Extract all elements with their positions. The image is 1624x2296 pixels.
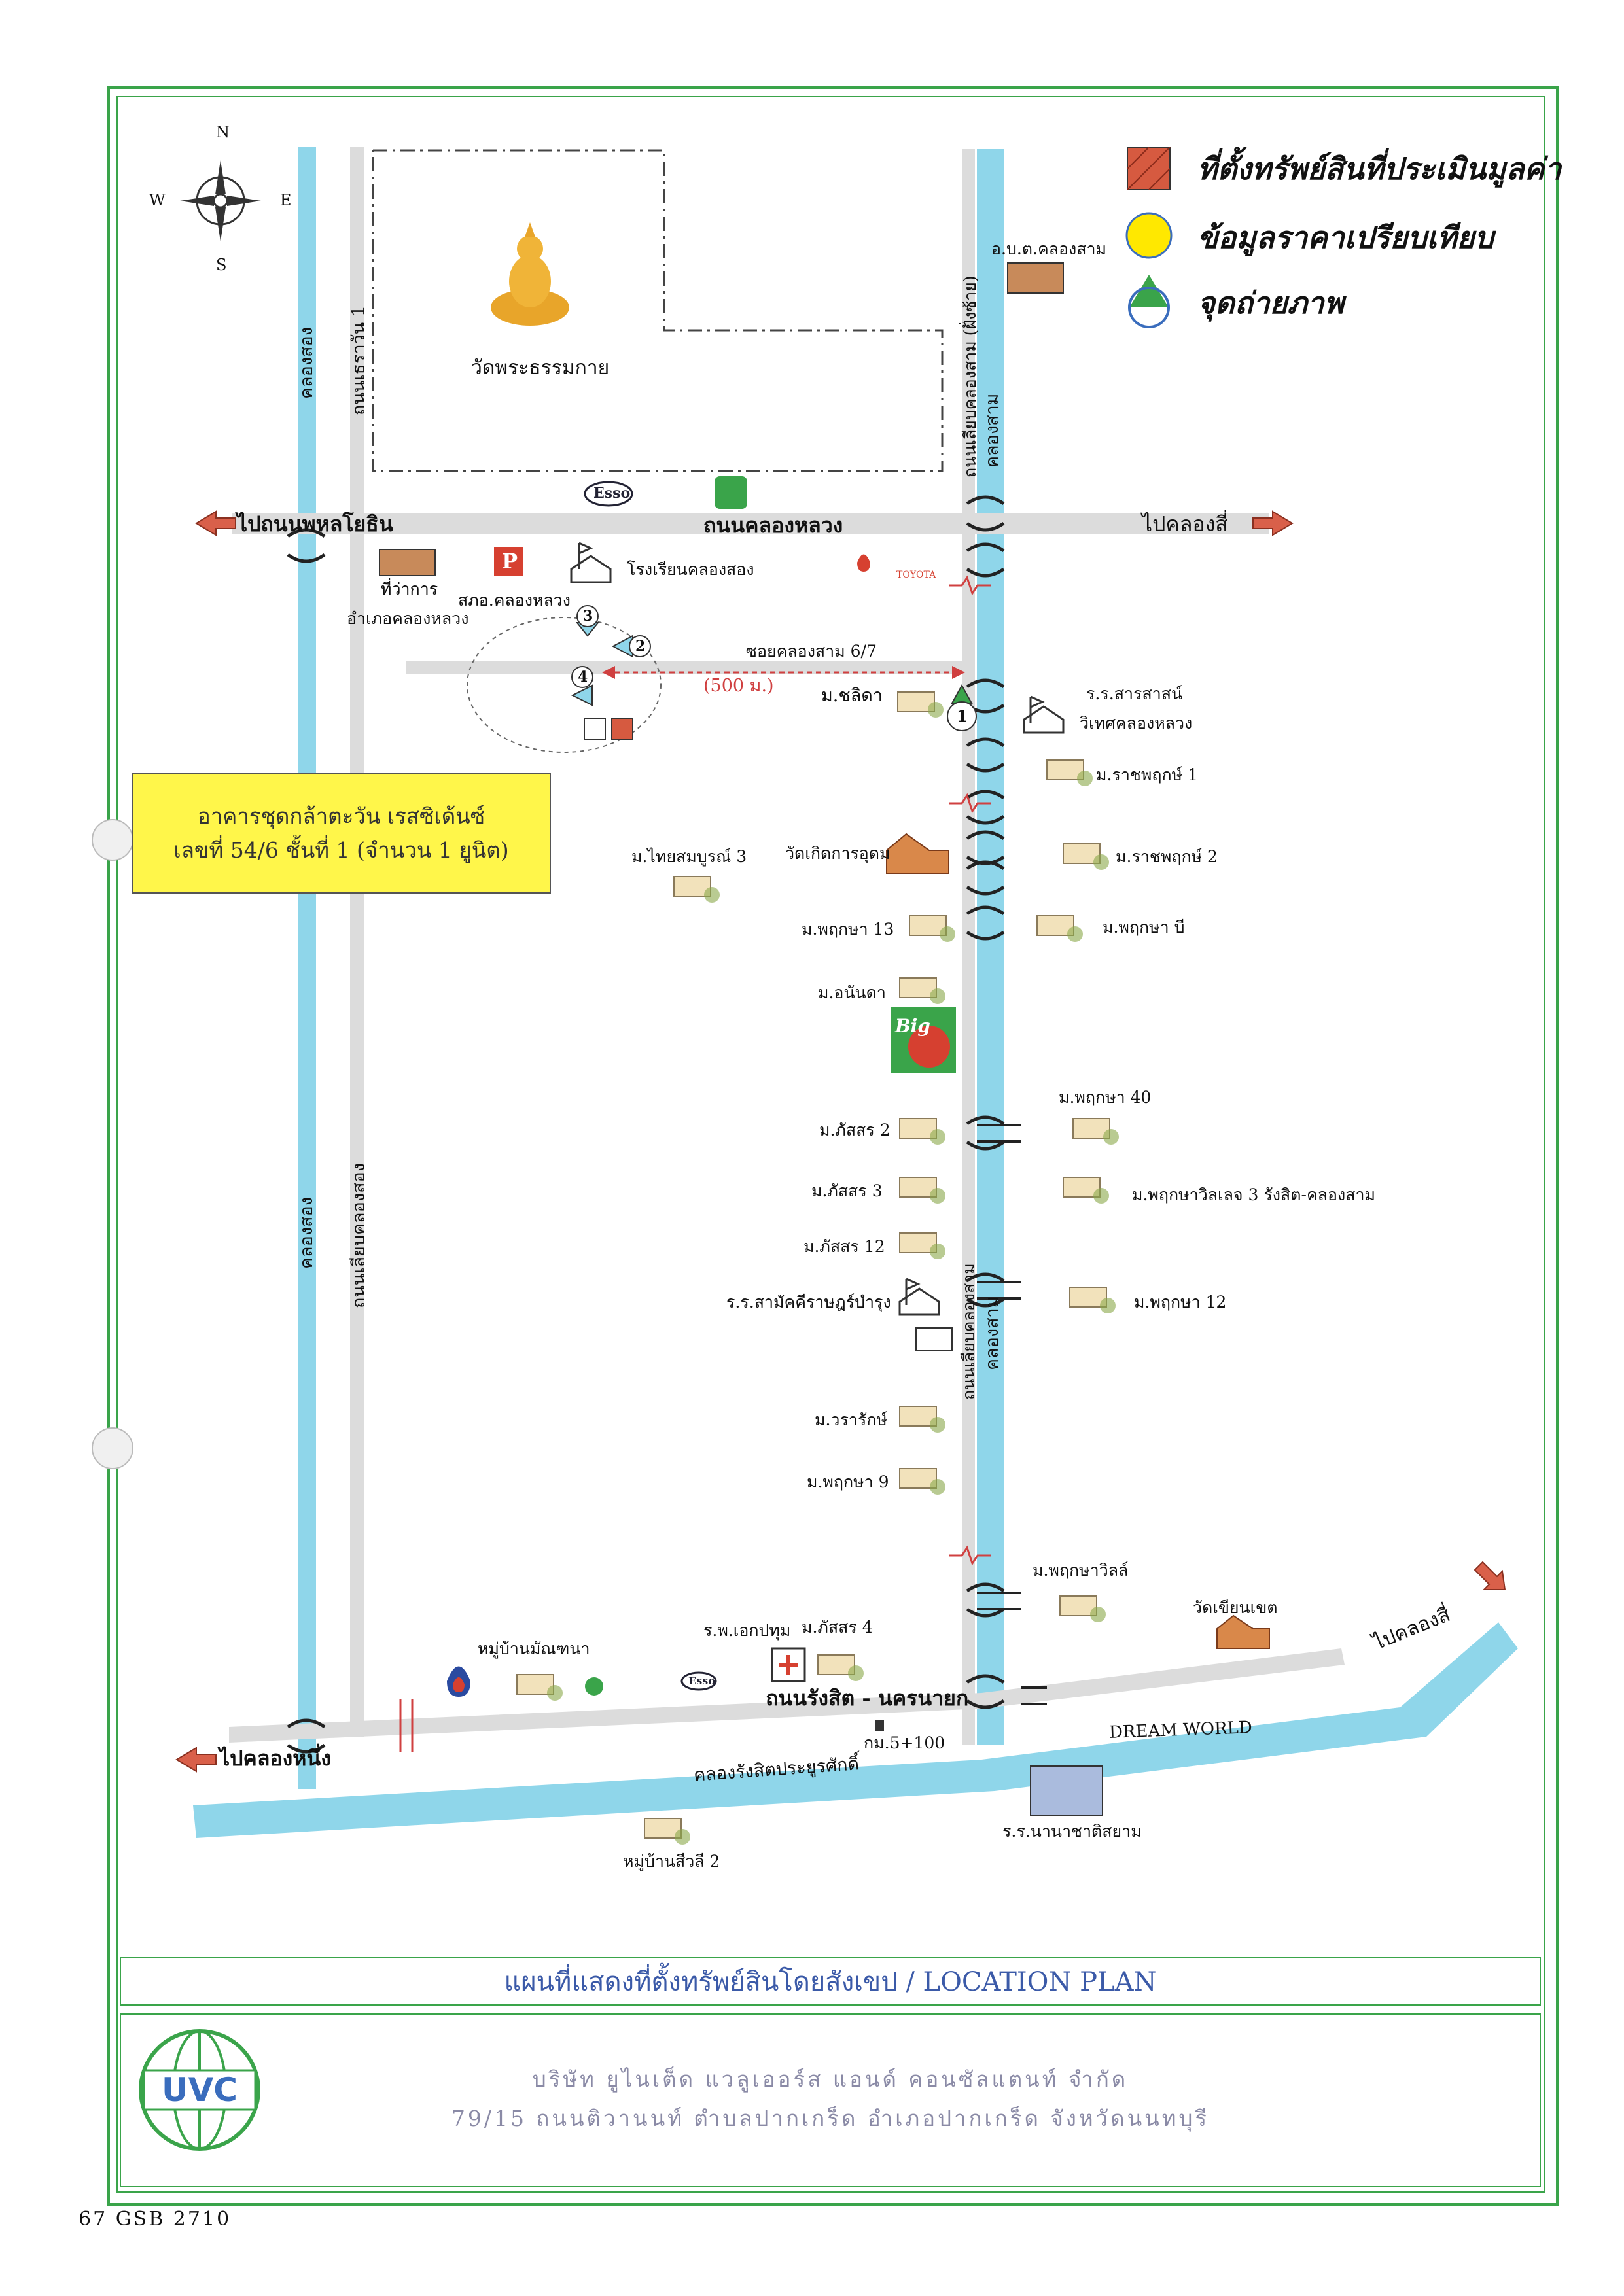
road-left-top-label: ไปถนนพหลโยธิน xyxy=(237,512,393,536)
school-sarasas: ร.ร.สารสาสน์ xyxy=(1086,684,1183,703)
legend-subject: ที่ตั้งทรัพย์สินที่ประเมินมูลค่า xyxy=(1197,151,1562,186)
school-sarasas-2: วิเทศคลองหลวง xyxy=(1080,714,1193,733)
road-bottom xyxy=(229,1648,1345,1743)
m-phatsorn2: ม.ภัสสร 2 xyxy=(819,1121,891,1139)
m-thaisombun: ม.ไทยสมบูรณ์ 3 xyxy=(631,847,747,866)
m-manchana: หมู่บ้านมัณฑนา xyxy=(478,1639,590,1658)
wat-khian: วัดเขียนเขต xyxy=(1193,1598,1278,1617)
photo-point-1: 1 xyxy=(957,706,968,725)
callout-line1: อาคารชุดกล้าตะวัน เรสซิเด้นซ์ xyxy=(197,803,485,829)
company-name: บริษัท ยูไนเต็ด แวลูเออร์ส แอนด์ คอนซัลแ… xyxy=(532,2066,1129,2092)
m-phruksa40: ม.พฤกษา 40 xyxy=(1059,1088,1152,1107)
location-plan-title: แผนที่แสดงที่ตั้งทรัพย์สินโดยสังเขป / LO… xyxy=(120,1957,1541,2006)
temple-icons xyxy=(886,833,1270,1649)
binder-hole-bottom xyxy=(92,1427,133,1469)
m-ananda: ม.อนันดา xyxy=(818,983,886,1002)
school-nana-icon xyxy=(1030,1765,1103,1816)
esso-bottom-label: Esso xyxy=(688,1675,715,1687)
uvc-logo-text: UVC xyxy=(162,2071,238,2109)
m-ratchaphruek1: ม.ราชพฤกษ์ 1 xyxy=(1096,765,1198,784)
m-phruksa12: ม.พฤกษา 12 xyxy=(1134,1293,1227,1312)
canal-right xyxy=(977,149,1004,1745)
road-left-v xyxy=(350,147,364,1737)
district-office-label-2: อำเภอคลองหลวง xyxy=(347,609,469,628)
distance-label: (500 ม.) xyxy=(703,676,774,696)
subject-callout: อาคารชุดกล้าตะวัน เรสซิเด้นซ์ เลขที่ 54/… xyxy=(132,773,551,894)
district-office-top-label: อ.บ.ต.คลองสาม xyxy=(991,239,1107,258)
buddha-statue xyxy=(491,222,569,326)
district-office-icon xyxy=(379,262,1064,576)
gas-station-icons xyxy=(447,476,870,1697)
police-icon-box xyxy=(494,547,523,576)
road-right-top-dir: ไปคลองสี่ xyxy=(1142,512,1228,536)
esso-top-label: Esso xyxy=(593,485,631,502)
temple-big-label: วัดพระธรรมกาย xyxy=(471,357,610,379)
road-bottom-label: ถนนรังสิต - นครนายก xyxy=(766,1686,969,1711)
big-c-label: Big xyxy=(895,1015,930,1037)
photo-point-2: 2 xyxy=(635,638,646,655)
soi-label: ซอยคลองสาม 6/7 xyxy=(746,642,877,661)
m-chalida: ม.ชลิดา xyxy=(821,686,883,706)
photo-point-3: 3 xyxy=(583,608,593,625)
toyota-label: TOYOTA xyxy=(896,570,936,580)
m-phruksa-ville: ม.พฤกษาวิลเลจ 3 รังสิต-คลองสาม xyxy=(1132,1185,1375,1204)
compass-e: E xyxy=(280,191,292,209)
canal-bottom xyxy=(193,1622,1518,1838)
direction-arrows xyxy=(175,510,1506,1773)
school-nana-label: ร.ร.นานาชาติสยาม xyxy=(1002,1822,1142,1841)
police-p-label: P xyxy=(502,549,518,574)
map-frame-inner xyxy=(116,96,1545,2193)
crossing-markers xyxy=(399,575,991,1752)
subject-building-outline xyxy=(584,718,606,740)
road-left-bottom-dir: ไปคลองหนึ่ง xyxy=(219,1746,331,1771)
doc-id: 67 GSB 2710 xyxy=(79,2208,232,2231)
subject-property-marker xyxy=(611,718,633,740)
photo-point-markers xyxy=(571,605,977,731)
school-top-label: โรงเรียนคลองสอง xyxy=(627,560,754,579)
m-siwali-label: หมู่บ้านสีวลี 2 xyxy=(623,1852,720,1871)
school-samakkhi: ร.ร.สามัคคีราษฎร์บำรุง xyxy=(726,1293,891,1312)
temple-boundary xyxy=(372,149,944,472)
company-box: UVC บริษัท ยูไนเต็ด แวลูเออร์ส แอนด์ คอน… xyxy=(120,2013,1541,2187)
bridges xyxy=(287,495,1005,1754)
photo-point-4: 4 xyxy=(578,669,588,686)
m-phruksa9: ม.พฤกษา 9 xyxy=(807,1472,889,1491)
compass-s: S xyxy=(216,256,227,274)
legend-comparable: ข้อมูลราคาเปรียบเทียบ xyxy=(1197,220,1494,255)
m-phatsorn12: ม.ภัสสร 12 xyxy=(803,1237,885,1256)
legend-photo: จุดถ่ายภาพ xyxy=(1197,285,1344,321)
m-ratchaphruek2: ม.ราชพฤกษ์ 2 xyxy=(1116,847,1218,866)
road-top-h xyxy=(232,513,1269,534)
company-address: 79/15 ถนนติวานนท์ ตำบลปากเกร็ด อำเภอปากเ… xyxy=(451,2106,1210,2131)
road-main-top-label: ถนนคลองหลวง xyxy=(703,513,843,538)
km-label: กม.5+100 xyxy=(864,1733,945,1752)
canal-left xyxy=(298,147,316,1789)
road-soi xyxy=(406,661,962,674)
m-wararak: ม.วรารักษ์ xyxy=(815,1410,887,1429)
m-phatsorn3: ม.ภัสสร 3 xyxy=(811,1181,883,1200)
district-office-label: ที่ว่าการ xyxy=(381,580,438,599)
compass-n: N xyxy=(216,123,230,141)
m-phruksa13: ม.พฤกษา 13 xyxy=(802,920,894,939)
compass-rose xyxy=(180,160,261,241)
legend-symbols xyxy=(1125,147,1173,328)
compass-w: W xyxy=(149,191,166,209)
m-phruksaville: ม.พฤกษาวิลล์ xyxy=(1033,1561,1129,1580)
photo-area-ellipse xyxy=(467,617,662,753)
callout-line2: เลขที่ 54/6 ชั้นที่ 1 (จำนวน 1 ยูนิต) xyxy=(173,837,509,863)
police-label: สภอ.คลองหลวง xyxy=(458,591,571,610)
hospital-label: ร.พ.เอกปทุม xyxy=(703,1621,791,1640)
wat-koedkan: วัดเกิดการอุดม xyxy=(785,844,891,863)
hospital-icon xyxy=(771,1647,806,1682)
m-phruksa-b: ม.พฤกษา บี xyxy=(1103,918,1185,937)
map-frame-outer xyxy=(107,86,1559,2206)
junction-bars xyxy=(977,1124,1047,1705)
m-phatsorn4: ม.ภัสสร 4 xyxy=(802,1618,873,1637)
uvc-globe-logo xyxy=(139,2029,260,2151)
